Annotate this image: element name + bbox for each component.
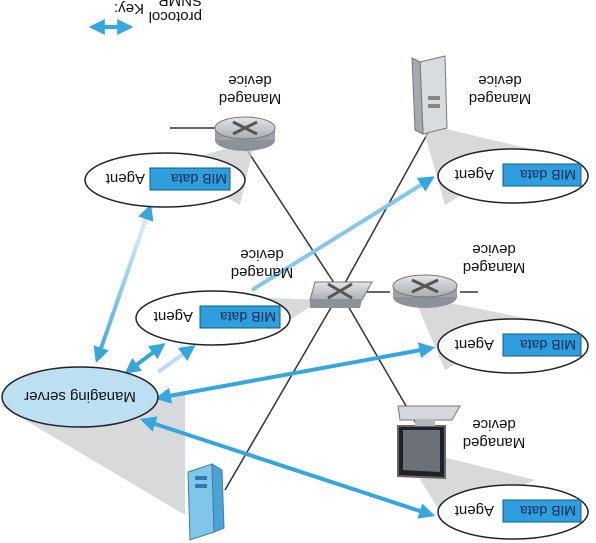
svg-text:Managed: Managed (219, 90, 282, 107)
key-protocol-line2: protocol (149, 8, 202, 25)
router-icon (392, 274, 458, 308)
agent-bubble: Agent MIB data (135, 290, 291, 346)
snmp-arrow-switch-agent-a (124, 343, 166, 374)
key-protocol-line1: SNMP (159, 0, 202, 9)
device-label: Managed device (469, 72, 532, 107)
svg-text:device: device (240, 246, 283, 263)
managing-server-label: Managing server (24, 388, 136, 405)
snmp-arrow-switch-agent-b (156, 345, 196, 374)
device-label: Managed device (231, 246, 294, 281)
svg-text:device: device (472, 416, 515, 433)
device-label: Managed device (219, 72, 282, 107)
mib-data-label: MIB data (520, 503, 576, 519)
agent-bubble: Agent MIB data (437, 484, 589, 540)
device-label: Managed device (463, 416, 526, 451)
server-icon (411, 55, 448, 135)
managing-server: Managing server (1, 366, 159, 428)
snmp-arrow-top-agent (93, 203, 154, 364)
switch-icon (309, 281, 373, 308)
mib-data-label: MIB data (520, 337, 576, 353)
workstation-icon (397, 405, 461, 480)
snmp-arrow-right-agent (154, 342, 436, 404)
agent-label: Agent (153, 308, 193, 325)
agent-bubble: Agent MIB data (84, 152, 246, 208)
snmp-arrow-bottom-agent (139, 416, 436, 519)
agent-label: Agent (454, 336, 494, 353)
agent-label: Agent (454, 166, 494, 183)
key-legend: Key: SNMP protocol (88, 0, 202, 35)
svg-text:Managed: Managed (463, 434, 526, 451)
svg-text:device: device (228, 72, 271, 89)
svg-text:Managed: Managed (231, 264, 294, 281)
svg-text:Managed: Managed (469, 90, 532, 107)
device-label: Managed device (463, 241, 526, 276)
svg-text:device: device (472, 241, 515, 258)
link-top-router-switch (244, 146, 341, 293)
server-icon (187, 463, 225, 541)
mib-data-label: MIB data (520, 167, 576, 183)
mib-data-label: MIB data (220, 309, 276, 325)
cone-managing-server (0, 395, 185, 515)
agent-bubble: Agent MIB data (437, 148, 589, 204)
agent-label: Agent (105, 170, 145, 187)
key-title: Key: (114, 0, 144, 17)
agent-label: Agent (454, 502, 494, 519)
agent-bubble: Agent MIB data (437, 318, 589, 374)
svg-text:Managed: Managed (463, 259, 526, 276)
snmp-arrows (93, 176, 436, 519)
snmp-arrow-top-right-agent (250, 176, 435, 292)
mib-data-label: MIB data (171, 171, 227, 187)
router-icon (214, 116, 276, 151)
svg-text:device: device (478, 72, 521, 89)
